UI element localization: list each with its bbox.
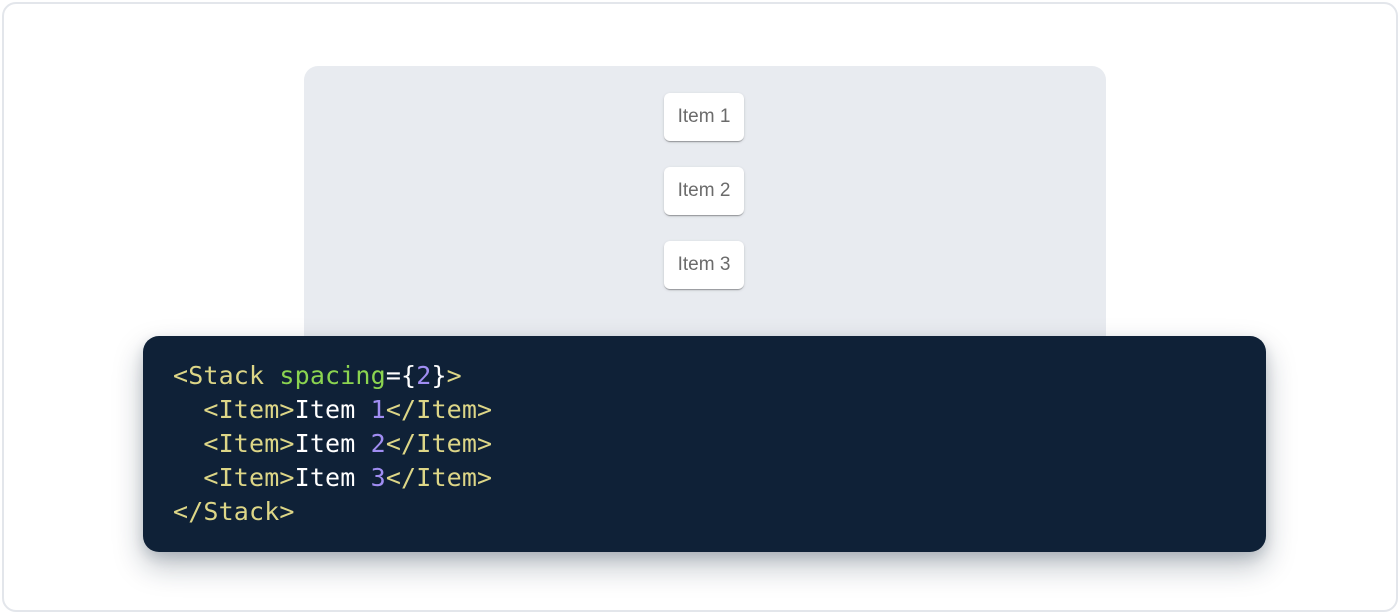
code-token: <Item> [203,463,295,492]
stack-demo-item-label: Item 2 [677,180,731,201]
code-token: { [401,361,417,390]
stack-demo-item-label: Item 1 [677,106,731,127]
code-line: </Stack> [173,495,1236,529]
code-token: <Item> [203,395,295,424]
stack-demo-item: Item 1 [664,93,744,141]
stack-demo-item-label: Item 3 [677,254,731,275]
code-token: spacing [279,361,386,390]
code-token: Item [294,429,371,458]
stack-demo-item: Item 2 [664,167,744,215]
code-token: = [385,361,402,390]
code-token [173,395,203,424]
code-snippet: <Stack spacing={2}> <Item>Item 1</Item> … [173,359,1236,529]
code-token: 2 [416,361,432,390]
code-line: <Item>Item 1</Item> [173,393,1236,427]
code-block: <Stack spacing={2}> <Item>Item 1</Item> … [143,336,1266,552]
code-token: Item [294,395,371,424]
stack-demo-item: Item 3 [664,241,744,289]
stack-demo-panel: Item 1 Item 2 Item 3 [304,66,1106,354]
code-token: <Item> [203,429,295,458]
code-token [173,429,203,458]
code-token: 3 [370,463,386,492]
code-line: <Item>Item 2</Item> [173,427,1236,461]
code-token: </Item> [385,429,493,458]
code-token: <Stack [173,361,265,390]
code-token: Item [294,463,371,492]
code-token: } [431,361,447,390]
code-token: </Item> [385,395,493,424]
code-token [173,463,203,492]
code-token: > [446,361,462,390]
code-line: <Item>Item 3</Item> [173,461,1236,495]
code-token: </Item> [385,463,493,492]
code-token: 1 [370,395,386,424]
code-token [264,361,279,390]
code-token: 2 [370,429,386,458]
code-token: </Stack> [173,497,295,526]
code-line: <Stack spacing={2}> [173,359,1236,393]
